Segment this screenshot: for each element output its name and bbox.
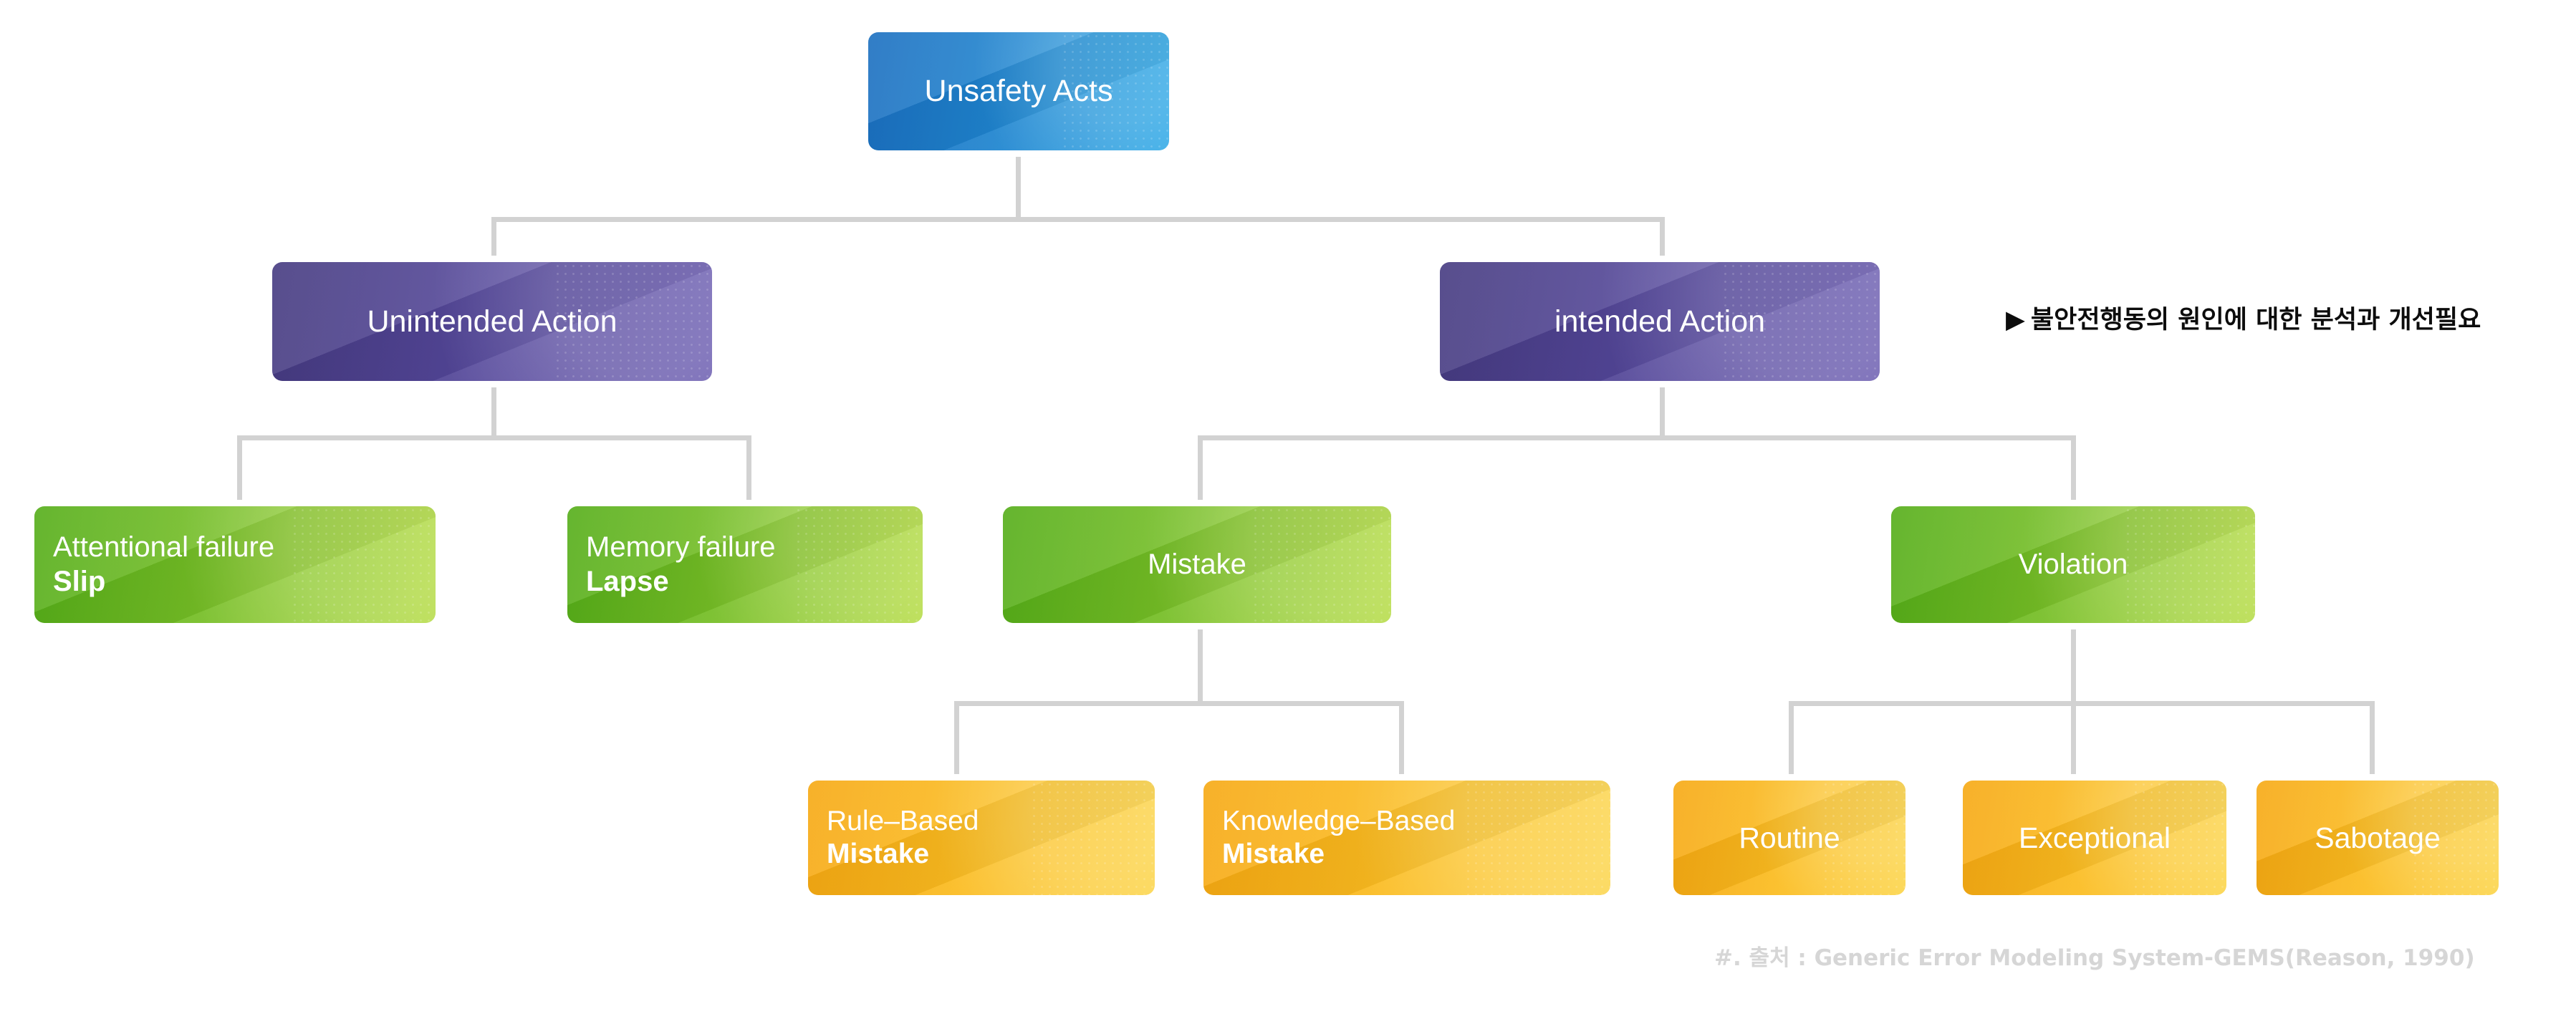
node-label-group: Violation xyxy=(1891,548,2255,581)
node-intended-action[interactable]: intended Action xyxy=(1440,262,1880,381)
node-label-primary: Mistake xyxy=(1148,548,1246,580)
annotation-note: ▶불안전행동의 원인에 대한 분석과 개선필요 xyxy=(2006,299,2481,336)
connector-drop-knowledge-based-mistake xyxy=(1399,701,1404,781)
connector-stem-unintended-action xyxy=(491,381,496,440)
connector-stem-intended-action xyxy=(1660,381,1665,440)
node-label-group: Memory failure Lapse xyxy=(567,531,923,598)
connector-bar-intended-action xyxy=(1198,435,2076,440)
connector-bar-mistake xyxy=(954,701,1404,706)
node-label-primary: Attentional failure xyxy=(53,531,275,564)
connector-drop-slip xyxy=(237,435,242,507)
connector-drop-violation xyxy=(2071,435,2076,507)
source-note: #. 출처 : Generic Error Modeling System-GE… xyxy=(1714,940,2475,972)
node-unsafety-acts[interactable]: Unsafety Acts xyxy=(868,32,1169,150)
node-label-group: Unintended Action xyxy=(272,304,712,340)
annotation-text: 불안전행동의 원인에 대한 분석과 개선필요 xyxy=(2030,306,2481,334)
node-label-secondary: Lapse xyxy=(586,565,669,597)
node-label-primary: Unsafety Acts xyxy=(924,74,1113,109)
connector-drop-unintended-action xyxy=(491,217,496,263)
source-note-text: #. 출처 : Generic Error Modeling System-GE… xyxy=(1714,945,2475,971)
node-routine[interactable]: Routine xyxy=(1673,781,1905,895)
node-lapse[interactable]: Memory failure Lapse xyxy=(567,506,923,623)
node-knowledge-based-mistake[interactable]: Knowledge–Based Mistake xyxy=(1203,781,1610,895)
node-exceptional[interactable]: Exceptional xyxy=(1963,781,2226,895)
node-label-primary: Exceptional xyxy=(2019,821,2171,854)
connector-drop-routine xyxy=(1789,701,1794,781)
connector-stem-mistake xyxy=(1198,623,1203,705)
connector-drop-intended-action xyxy=(1660,217,1665,263)
node-label-primary: Rule–Based xyxy=(827,805,979,836)
connector-drop-lapse xyxy=(746,435,751,507)
node-sabotage[interactable]: Sabotage xyxy=(2257,781,2499,895)
node-label-group: Knowledge–Based Mistake xyxy=(1203,805,1610,871)
node-rule-based-mistake[interactable]: Rule–Based Mistake xyxy=(808,781,1155,895)
node-label-group: Attentional failure Slip xyxy=(34,531,436,598)
node-label-primary: Knowledge–Based xyxy=(1222,805,1456,836)
connector-stem-violation xyxy=(2071,623,2076,705)
connector-drop-exceptional xyxy=(2071,701,2076,781)
node-label-group: Routine xyxy=(1673,821,1905,855)
node-label-group: Rule–Based Mistake xyxy=(808,805,1155,871)
node-unintended-action[interactable]: Unintended Action xyxy=(272,262,712,381)
node-label-group: Sabotage xyxy=(2257,821,2499,855)
node-label-primary: Unintended Action xyxy=(367,304,617,339)
connector-drop-mistake xyxy=(1198,435,1203,507)
connector-bar-unintended-action xyxy=(237,435,751,440)
node-label-group: Mistake xyxy=(1003,548,1391,581)
node-label-secondary: Mistake xyxy=(827,839,930,869)
node-label-primary: intended Action xyxy=(1554,304,1766,339)
node-label-primary: Sabotage xyxy=(2315,821,2441,854)
node-label-secondary: Slip xyxy=(53,565,106,597)
node-label-group: Exceptional xyxy=(1963,821,2226,855)
connector-bar-violation xyxy=(1789,701,2375,706)
node-label-group: Unsafety Acts xyxy=(868,73,1169,110)
triangle-right-icon: ▶ xyxy=(2006,306,2025,334)
connector-drop-sabotage xyxy=(2370,701,2375,781)
connector-drop-rule-based-mistake xyxy=(954,701,959,781)
node-label-primary: Violation xyxy=(2018,548,2128,580)
node-mistake[interactable]: Mistake xyxy=(1003,506,1391,623)
node-label-primary: Routine xyxy=(1739,821,1840,854)
node-label-secondary: Mistake xyxy=(1222,839,1325,869)
connector-root-bar xyxy=(491,217,1665,222)
node-slip[interactable]: Attentional failure Slip xyxy=(34,506,436,623)
connector-root-stem xyxy=(1016,150,1021,222)
node-label-primary: Memory failure xyxy=(586,531,776,564)
node-label-group: intended Action xyxy=(1440,304,1880,340)
node-violation[interactable]: Violation xyxy=(1891,506,2255,623)
